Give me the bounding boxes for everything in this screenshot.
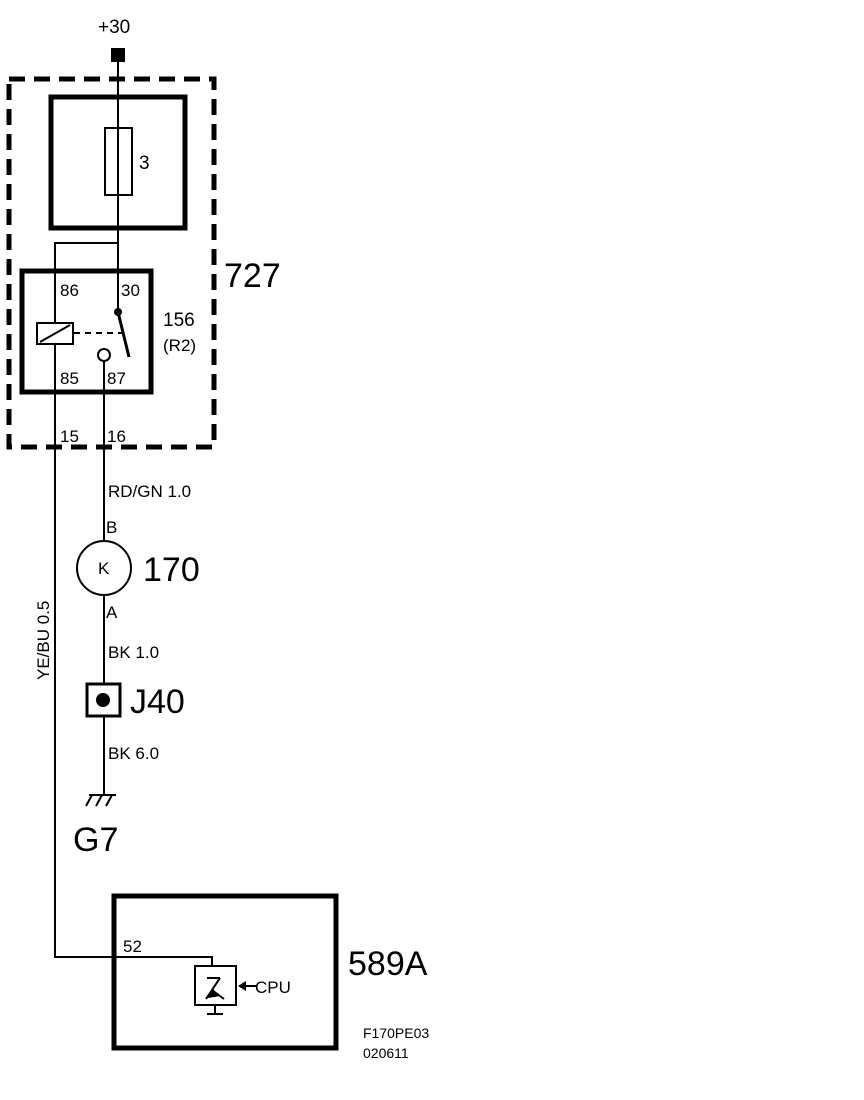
motor-pin-a: A [106, 603, 118, 622]
footer-date: 020611 [363, 1045, 409, 1061]
wire-label-rdgn: RD/GN 1.0 [108, 482, 191, 501]
ground-id: G7 [73, 821, 118, 859]
relay-pin-85: 85 [60, 369, 79, 388]
footer-code: F170PE03 [363, 1025, 429, 1041]
motor-id: 170 [143, 551, 200, 589]
supply-label: +30 [98, 17, 130, 38]
motor-symbol-label: K [98, 559, 110, 578]
cpu-driver-out [215, 992, 225, 1000]
ground-symbol-hatch-1 [85, 794, 93, 807]
relay-outline [19, 268, 154, 395]
fuse-box-pin-16: 16 [107, 427, 126, 446]
coil-feed-wire [54, 242, 118, 272]
cpu-label: CPU [255, 978, 291, 997]
switch-contact [97, 348, 111, 362]
ecu-pin-52: 52 [123, 937, 142, 956]
fuse-number: 3 [139, 153, 150, 174]
ground-symbol-hatch-3 [105, 794, 113, 807]
cpu-driver-arrow [208, 988, 220, 998]
cpu-driver-box [194, 965, 237, 1006]
wire-label-bk6: BK 6.0 [108, 744, 159, 763]
cpu-driver-diag [205, 977, 221, 1000]
relay-coil-slash [39, 324, 71, 343]
relay-pin-87: 87 [107, 369, 126, 388]
ecu-outline [111, 893, 339, 1051]
relay-sub-id: (R2) [163, 336, 196, 355]
junction-dot [96, 693, 110, 707]
wire-label-bk1: BK 1.0 [108, 643, 159, 662]
motor-pin-b: B [106, 518, 117, 537]
wire-label-yebu: YE/BU 0.5 [34, 601, 53, 680]
switch-blade [116, 311, 131, 358]
ground-symbol-hatch-2 [95, 794, 103, 807]
fuse-box-pin-15: 15 [60, 427, 79, 446]
fuse-box-outline [6, 76, 217, 450]
relay-id: 156 [163, 310, 195, 331]
ecu-id: 589A [348, 945, 428, 983]
relay-pin-30: 30 [121, 281, 140, 300]
relay-pin-86: 86 [60, 281, 79, 300]
fuse-box-id: 727 [224, 257, 281, 295]
junction-id: J40 [130, 683, 185, 721]
ecu-signal-wire [54, 392, 213, 966]
cpu-arrow-icon [238, 981, 246, 991]
